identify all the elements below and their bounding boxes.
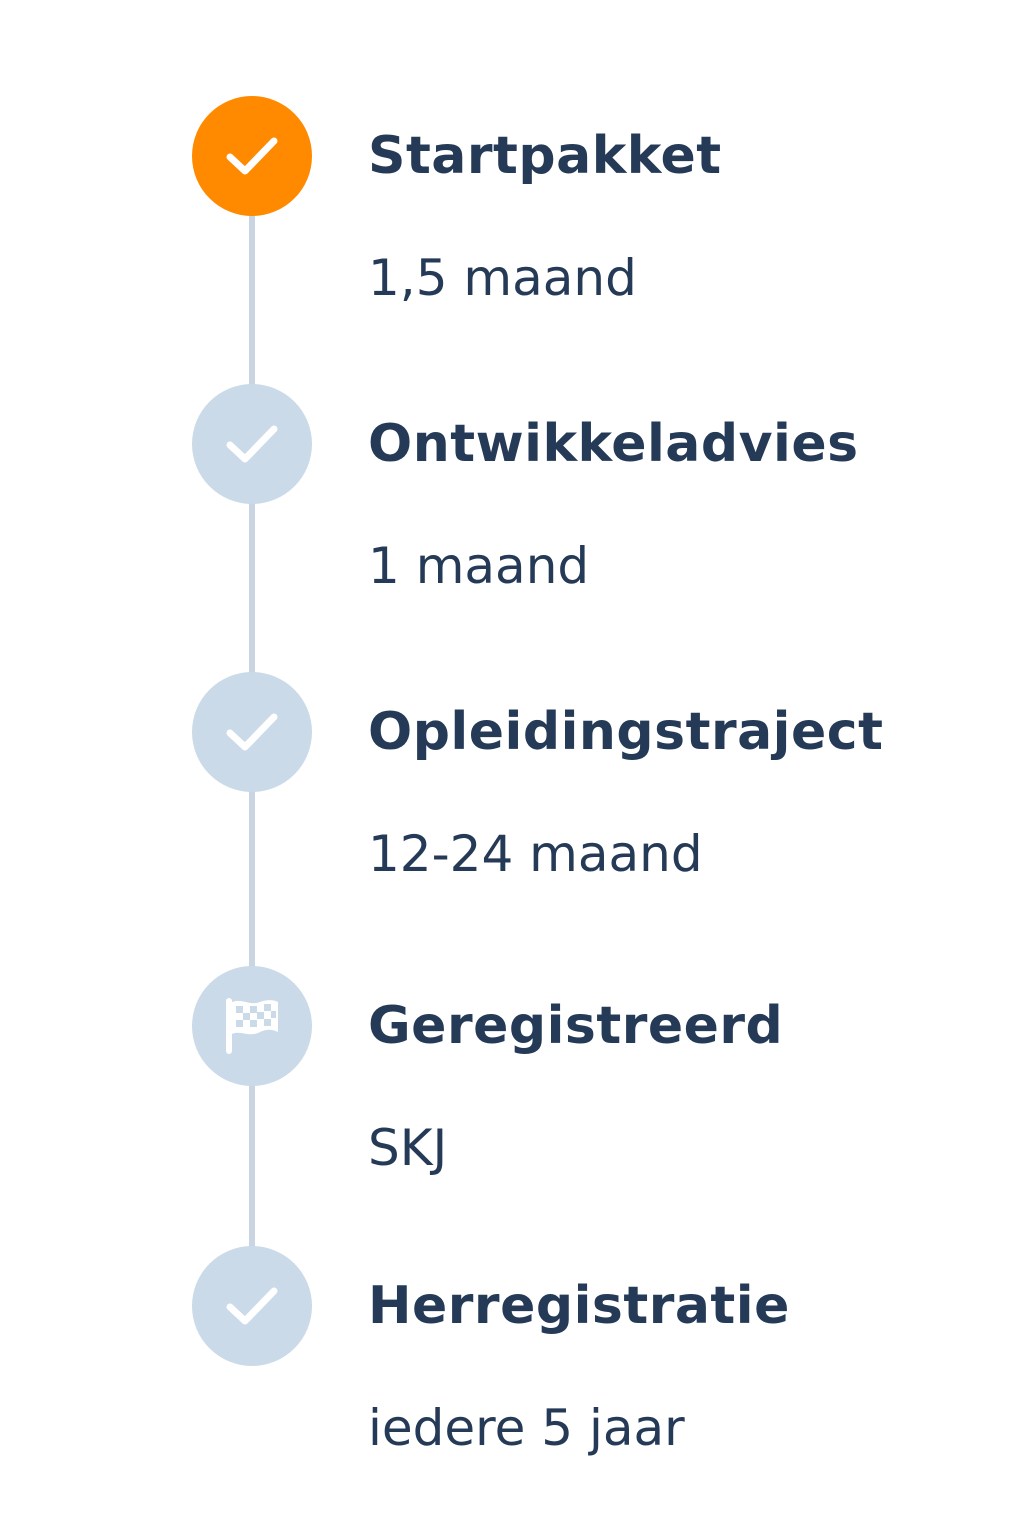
- step-marker: [192, 966, 312, 1086]
- step-duration: iedere 5 jaar: [368, 1399, 685, 1457]
- check-icon: [226, 1287, 278, 1325]
- step-title: Ontwikkeladvies: [368, 414, 859, 474]
- timeline-step-geregistreerd: Geregistreerd SKJ: [0, 966, 1024, 1186]
- step-title: Geregistreerd: [368, 996, 784, 1056]
- step-duration: 12-24 maand: [368, 825, 703, 883]
- step-marker: [192, 672, 312, 792]
- step-duration: SKJ: [368, 1119, 448, 1177]
- step-marker: [192, 384, 312, 504]
- step-marker-active: [192, 96, 312, 216]
- step-marker: [192, 1246, 312, 1366]
- timeline-step-opleidingstraject: Opleidingstraject 12-24 maand: [0, 672, 1024, 892]
- check-icon: [226, 713, 278, 751]
- checkered-flag-icon: [226, 998, 278, 1054]
- timeline-step-ontwikkeladvies: Ontwikkeladvies 1 maand: [0, 384, 1024, 604]
- step-title: Opleidingstraject: [368, 702, 884, 762]
- timeline-step-startpakket: Startpakket 1,5 maand: [0, 96, 1024, 316]
- check-icon: [226, 137, 278, 175]
- step-title: Startpakket: [368, 126, 722, 186]
- step-duration: 1,5 maand: [368, 249, 637, 307]
- check-icon: [226, 425, 278, 463]
- step-duration: 1 maand: [368, 537, 590, 595]
- timeline-step-herregistratie: Herregistratie iedere 5 jaar: [0, 1246, 1024, 1466]
- step-title: Herregistratie: [368, 1276, 790, 1336]
